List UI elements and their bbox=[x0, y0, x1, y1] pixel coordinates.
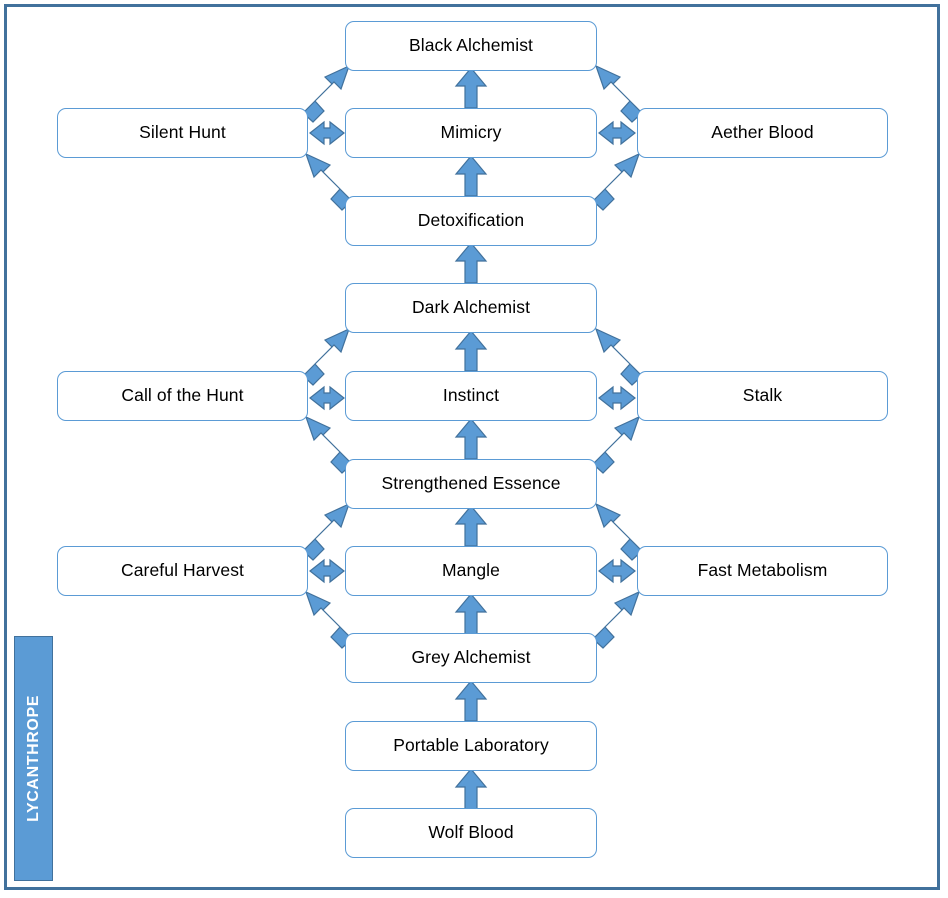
node-label: Portable Laboratory bbox=[393, 735, 549, 756]
node-silent-hunt[interactable]: Silent Hunt bbox=[57, 108, 308, 158]
node-grey-alchemist[interactable]: Grey Alchemist bbox=[345, 633, 597, 683]
node-label: Grey Alchemist bbox=[411, 647, 531, 668]
node-call-of-the-hunt[interactable]: Call of the Hunt bbox=[57, 371, 308, 421]
node-careful-harvest[interactable]: Careful Harvest bbox=[57, 546, 308, 596]
node-wolf-blood[interactable]: Wolf Blood bbox=[345, 808, 597, 858]
lycanthrope-banner-label: LYCANTHROPE bbox=[24, 695, 42, 822]
node-strengthened-essence[interactable]: Strengthened Essence bbox=[345, 459, 597, 509]
node-label: Silent Hunt bbox=[139, 122, 226, 143]
node-label: Instinct bbox=[442, 385, 500, 406]
node-label: Careful Harvest bbox=[120, 560, 245, 581]
node-mimicry[interactable]: Mimicry bbox=[345, 108, 597, 158]
node-label: Strengthened Essence bbox=[381, 473, 561, 494]
node-portable-laboratory[interactable]: Portable Laboratory bbox=[345, 721, 597, 771]
node-label: Call of the Hunt bbox=[121, 385, 244, 406]
node-label: Fast Metabolism bbox=[697, 560, 828, 581]
node-stalk[interactable]: Stalk bbox=[637, 371, 888, 421]
node-label: Black Alchemist bbox=[408, 35, 534, 56]
node-label: Dark Alchemist bbox=[411, 297, 531, 318]
node-label: Mimicry bbox=[440, 122, 502, 143]
node-dark-alchemist[interactable]: Dark Alchemist bbox=[345, 283, 597, 333]
node-label: Wolf Blood bbox=[428, 822, 514, 843]
node-detoxification[interactable]: Detoxification bbox=[345, 196, 597, 246]
node-label: Aether Blood bbox=[711, 122, 814, 143]
node-mangle[interactable]: Mangle bbox=[345, 546, 597, 596]
lycanthrope-banner: LYCANTHROPE bbox=[14, 636, 53, 881]
node-label: Detoxification bbox=[417, 210, 525, 231]
node-fast-metabolism[interactable]: Fast Metabolism bbox=[637, 546, 888, 596]
node-label: Stalk bbox=[742, 385, 783, 406]
node-black-alchemist[interactable]: Black Alchemist bbox=[345, 21, 597, 71]
node-instinct[interactable]: Instinct bbox=[345, 371, 597, 421]
node-label: Mangle bbox=[442, 560, 500, 581]
node-aether-blood[interactable]: Aether Blood bbox=[637, 108, 888, 158]
